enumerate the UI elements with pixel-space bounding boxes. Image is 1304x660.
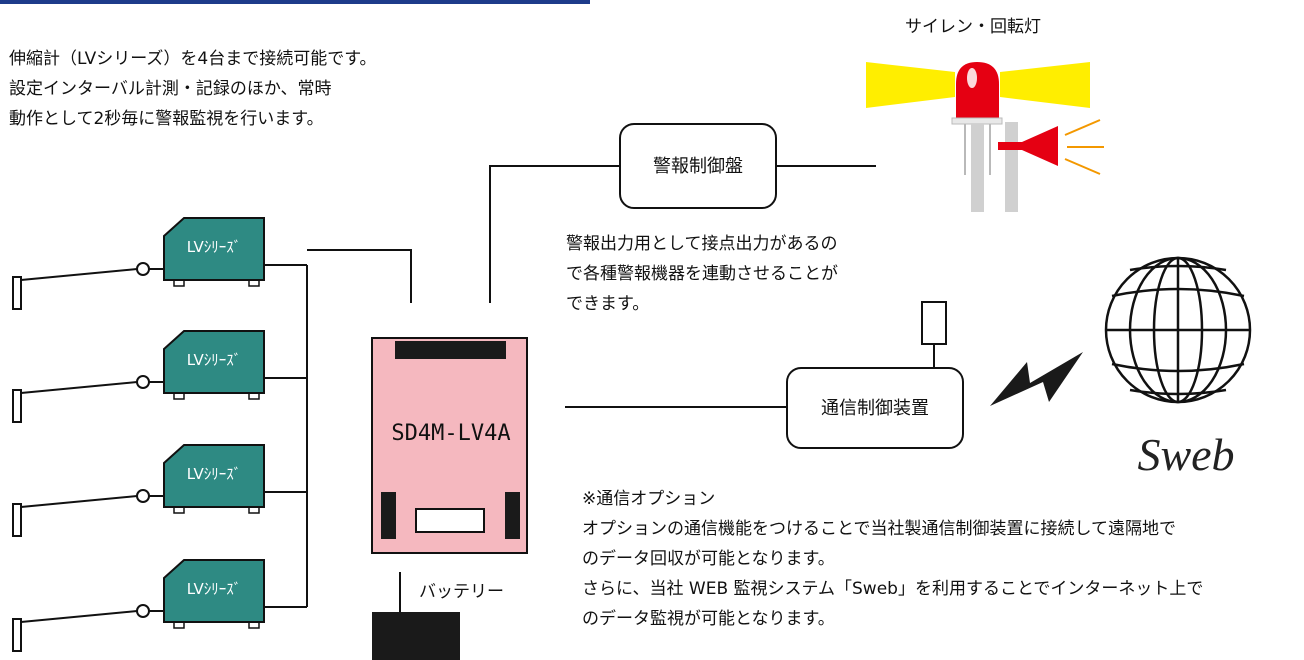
option-line: のデータ回収が可能となります。 [582,549,835,569]
sensor-body [163,330,265,394]
bus-wiring [264,165,935,612]
intro-line: 伸縮計（LVシリーズ）を4台まで接続可能です。 [9,49,377,69]
probe-wire [20,495,138,508]
sensor-label: LVｼﾘｰｽﾞ [187,351,241,369]
probe-wire [20,381,138,394]
globe-icon [1104,256,1252,404]
sensor-label: LVｼﾘｰｽﾞ [187,580,241,598]
sensor-body [163,444,265,508]
sensor-body [163,559,265,623]
comm-device-label: 通信制御装置 [821,398,929,419]
probe-anchor [12,503,22,537]
antenna-icon [921,301,947,345]
lv-sensor-unit: LVｼﾘｰｽﾞ [12,330,265,423]
rotating-light-icon [866,62,1090,212]
alarm-text-line: できます。 [566,294,650,314]
alarm-text-line: 警報出力用として接点出力があるの [566,234,838,254]
probe-anchor [12,389,22,423]
sensor-label: LVｼﾘｰｽﾞ [187,238,241,256]
probe-ring [136,262,150,276]
alarm-output-text: 警報出力用として接点出力があるの で各種警報機器を連動させることが できます。 [566,229,838,319]
logger-label: SD4M-LV4A [391,421,510,446]
sensor-group: LVｼﾘｰｽﾞ LVｼﾘｰｽﾞ LVｼﾘｰｽﾞ LVｼﾘｰｽﾞ [12,217,265,652]
probe-ring [136,375,150,389]
header-rule [0,0,590,4]
option-line: さらに、当社 WEB 監視システム「Sweb」を利用することでインターネット上で [582,579,1204,599]
option-line: のデータ監視が可能となります。 [582,609,835,629]
probe-ring [136,604,150,618]
battery-block [372,612,460,660]
lv-sensor-unit: LVｼﾘｰｽﾞ [12,559,265,652]
lv-sensor-unit: LVｼﾘｰｽﾞ [12,444,265,537]
battery-label: バッテリー [419,582,504,602]
comm-device: 通信制御装置 [786,301,964,449]
sensor-label: LVｼﾘｰｽﾞ [187,465,241,483]
option-line: オプションの通信機能をつけることで当社製通信制御装置に接続して遠隔地で [582,519,1176,539]
intro-line: 動作として2秒毎に警報監視を行います。 [9,109,324,129]
wireless-bolt-icon [990,352,1083,406]
probe-wire [20,610,138,623]
probe-ring [136,489,150,503]
intro-line: 設定インターバル計測・記録のほか、常時 [9,79,332,99]
alarm-panel: 警報制御盤 [619,123,777,209]
logger-unit: SD4M-LV4A [371,337,528,554]
probe-anchor [12,276,22,310]
sensor-body [163,217,265,281]
lv-sensor-unit: LVｼﾘｰｽﾞ [12,217,265,310]
alarm-text-line: で各種警報機器を連動させることが [566,264,838,284]
intro-text: 伸縮計（LVシリーズ）を4台まで接続可能です。 設定インターバル計測・記録のほか… [9,44,377,134]
probe-anchor [12,618,22,652]
sweb-label: Sweb [1137,429,1234,480]
siren-icon [998,119,1104,212]
siren-light-label: サイレン・回転灯 [905,17,1041,37]
comm-option-text: ※通信オプション オプションの通信機能をつけることで当社製通信制御装置に接続して… [582,484,1203,634]
alarm-panel-label: 警報制御盤 [653,156,743,177]
probe-wire [20,268,138,281]
option-heading: ※通信オプション [582,489,716,509]
